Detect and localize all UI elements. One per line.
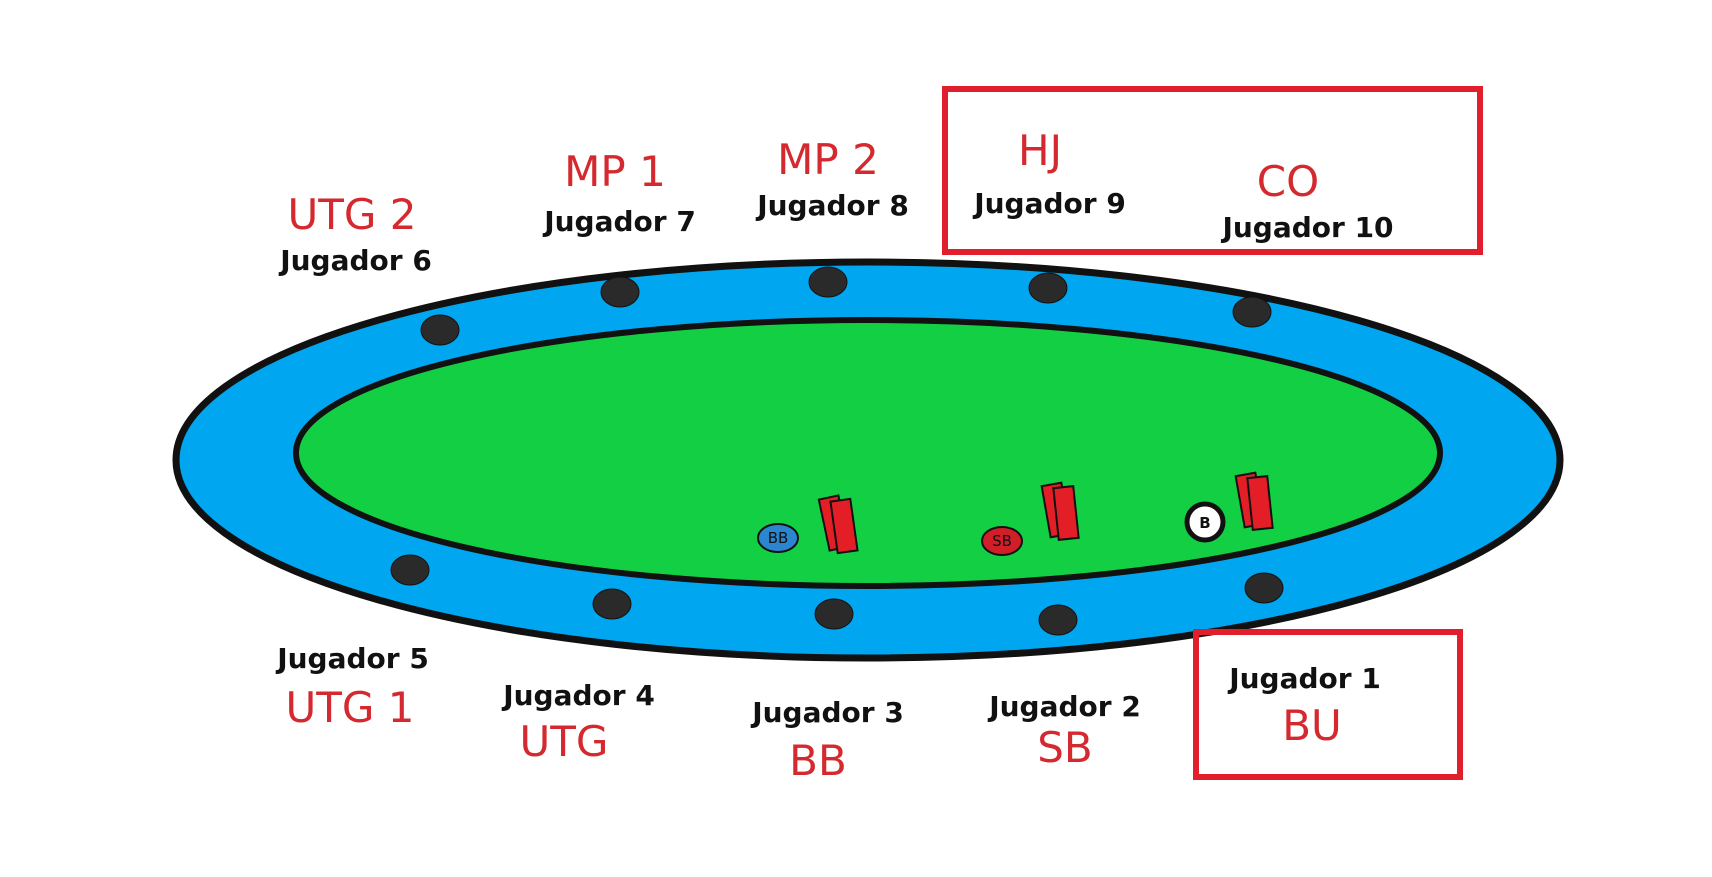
late-position-highlight-box <box>942 86 1483 255</box>
seat-jugador-1 <box>1244 572 1284 604</box>
player-label: Jugador 3 <box>750 696 904 729</box>
player-jugador-1: Jugador 1 BU <box>1227 662 1381 750</box>
card <box>829 497 859 555</box>
player-label: Jugador 8 <box>755 189 909 222</box>
seat-jugador-7 <box>600 276 640 308</box>
position-label: HJ <box>1018 126 1062 175</box>
player-label: Jugador 4 <box>501 679 655 712</box>
small-blind-chip: SB <box>981 526 1023 556</box>
small-blind-chip-label: SB <box>992 532 1012 550</box>
position-label: CO <box>1257 157 1319 206</box>
seat-jugador-2 <box>1038 604 1078 636</box>
player-label: Jugador 10 <box>1220 211 1393 244</box>
seat-jugador-9 <box>1028 272 1068 304</box>
seats <box>390 266 1284 636</box>
player-jugador-7: MP 1 Jugador 7 <box>542 147 696 238</box>
position-label: MP 2 <box>777 135 879 184</box>
player-label: Jugador 2 <box>987 690 1141 723</box>
player-jugador-4: Jugador 4 UTG <box>501 679 655 766</box>
player-jugador-5: Jugador 5 UTG 1 <box>275 642 429 732</box>
card <box>1246 474 1274 532</box>
table-chips: BB SB B <box>757 501 1226 556</box>
player-jugador-10: CO Jugador 10 <box>1220 157 1393 244</box>
poker-table <box>172 258 1564 662</box>
table-cards <box>817 471 1274 555</box>
seat-jugador-8 <box>808 266 848 298</box>
seat-jugador-5 <box>390 554 430 586</box>
cards-jugador-3 <box>817 494 859 555</box>
position-label: UTG <box>520 717 609 766</box>
position-label: MP 1 <box>564 147 666 196</box>
big-blind-chip-label: BB <box>768 529 789 547</box>
button-highlight-box <box>1193 629 1463 780</box>
player-label: Jugador 6 <box>278 244 432 277</box>
cards-jugador-1 <box>1234 471 1274 532</box>
player-label: Jugador 1 <box>1227 662 1381 695</box>
big-blind-chip: BB <box>757 523 799 553</box>
player-jugador-2: Jugador 2 SB <box>987 690 1141 772</box>
player-jugador-9: HJ Jugador 9 <box>972 126 1126 220</box>
table-felt <box>293 317 1443 589</box>
position-label: BU <box>1282 701 1342 750</box>
position-label: BB <box>789 736 847 785</box>
player-label: Jugador 5 <box>275 642 429 675</box>
player-jugador-3: Jugador 3 BB <box>750 696 904 785</box>
dealer-button-chip: B <box>1184 501 1226 543</box>
card <box>1052 484 1080 542</box>
cards-jugador-2 <box>1040 481 1080 542</box>
small-blind-chip-disc <box>981 526 1023 556</box>
player-label: Jugador 7 <box>542 205 696 238</box>
seat-jugador-4 <box>592 588 632 620</box>
seat-jugador-3 <box>814 598 854 630</box>
dealer-button-disc <box>1184 501 1226 543</box>
position-label: UTG 2 <box>287 190 416 239</box>
dealer-button-label: B <box>1199 514 1210 532</box>
player-label: Jugador 9 <box>972 187 1126 220</box>
big-blind-chip-disc <box>757 523 799 553</box>
player-jugador-8: MP 2 Jugador 8 <box>755 135 909 222</box>
position-label: UTG 1 <box>285 683 414 732</box>
position-label: SB <box>1037 723 1092 772</box>
player-jugador-6: UTG 2 Jugador 6 <box>278 190 432 277</box>
seat-jugador-6 <box>420 314 460 346</box>
seat-jugador-10 <box>1232 296 1272 328</box>
